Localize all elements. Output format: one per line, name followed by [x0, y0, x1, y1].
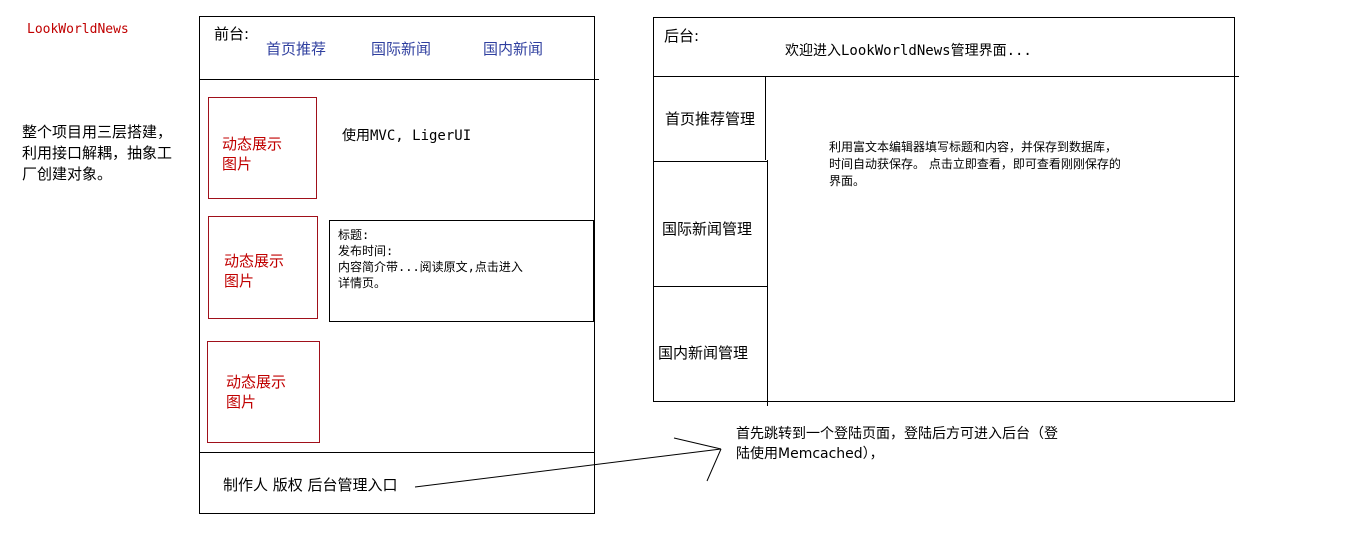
article-summary: 内容简介带...阅读原文,点击进入 [338, 260, 523, 274]
architecture-note-line: 利用接口解耦，抽象工 [22, 144, 173, 162]
architecture-note-line: 厂创建对象。 [22, 165, 113, 183]
article-time-label: 发布时间: [338, 244, 394, 258]
nav-domestic-news[interactable]: 国内新闻 [483, 40, 544, 58]
front-header-divider [199, 79, 599, 80]
editor-note-line: 界面。 [829, 174, 866, 188]
image-placeholder-text: 动态展示 [224, 252, 285, 270]
back-menu-divider [653, 161, 767, 162]
image-placeholder-label: 动态展示 图片 [222, 134, 282, 174]
article-preview: 标题: 发布时间: 内容简介带...阅读原文,点击进入 详情页。 [329, 220, 594, 322]
image-placeholder-text: 动态展示 [222, 135, 283, 153]
back-header-divider [653, 76, 1239, 77]
editor-note-line: 时间自动获保存。 点击立即查看，即可查看刚刚保存的 [829, 157, 1121, 171]
arrow-head-lower [706, 448, 722, 482]
welcome-text: 欢迎进入LookWorldNews管理界面... [785, 43, 1032, 59]
image-placeholder-1: 动态展示 图片 [208, 97, 317, 199]
image-placeholder-text: 图片 [222, 155, 253, 173]
login-note-line: 陆使用Memcached）， [736, 446, 884, 462]
login-note-line: 首先跳转到一个登陆页面，登陆后方可进入后台（登 [736, 426, 1058, 442]
image-placeholder-text: 图片 [226, 393, 257, 411]
arrow-head-upper [673, 437, 722, 450]
architecture-note: 整个项目用三层搭建， 利用接口解耦，抽象工 厂创建对象。 [22, 122, 172, 185]
nav-international-news[interactable]: 国际新闻 [371, 40, 432, 58]
front-footer-divider [199, 452, 595, 453]
image-placeholder-2: 动态展示 图片 [208, 216, 318, 319]
image-placeholder-text: 图片 [224, 272, 255, 290]
back-wireframe [653, 17, 1235, 402]
login-note: 首先跳转到一个登陆页面，登陆后方可进入后台（登 陆使用Memcached）， [736, 424, 1058, 464]
front-wireframe [199, 16, 595, 514]
back-sidebar-divider [765, 76, 766, 160]
image-placeholder-label: 动态展示 图片 [224, 251, 284, 291]
back-sidebar-divider [767, 160, 768, 406]
architecture-note-line: 整个项目用三层搭建， [22, 123, 173, 141]
menu-home-recommend-manage[interactable]: 首页推荐管理 [665, 110, 756, 128]
article-detail-link: 详情页。 [338, 276, 387, 290]
brand-title: LookWorldNews [27, 22, 129, 37]
tech-note: 使用MVC, LigerUI [342, 128, 472, 144]
article-preview-text: 标题: 发布时间: 内容简介带...阅读原文,点击进入 详情页。 [338, 227, 523, 291]
image-placeholder-text: 动态展示 [226, 373, 287, 391]
front-label: 前台: [214, 25, 250, 43]
article-title-label: 标题: [338, 228, 370, 242]
image-placeholder-label: 动态展示 图片 [226, 372, 286, 412]
front-footer: 制作人 版权 后台管理入口 [223, 476, 398, 494]
editor-note-line: 利用富文本编辑器填写标题和内容，并保存到数据库， [829, 140, 1118, 154]
menu-international-news-manage[interactable]: 国际新闻管理 [662, 220, 753, 238]
menu-domestic-news-manage[interactable]: 国内新闻管理 [658, 344, 749, 362]
back-label: 后台: [664, 27, 700, 45]
image-placeholder-3: 动态展示 图片 [207, 341, 320, 443]
editor-note: 利用富文本编辑器填写标题和内容，并保存到数据库， 时间自动获保存。 点击立即查看… [829, 139, 1121, 190]
back-menu-divider [653, 286, 767, 287]
nav-home-recommend[interactable]: 首页推荐 [266, 40, 327, 58]
